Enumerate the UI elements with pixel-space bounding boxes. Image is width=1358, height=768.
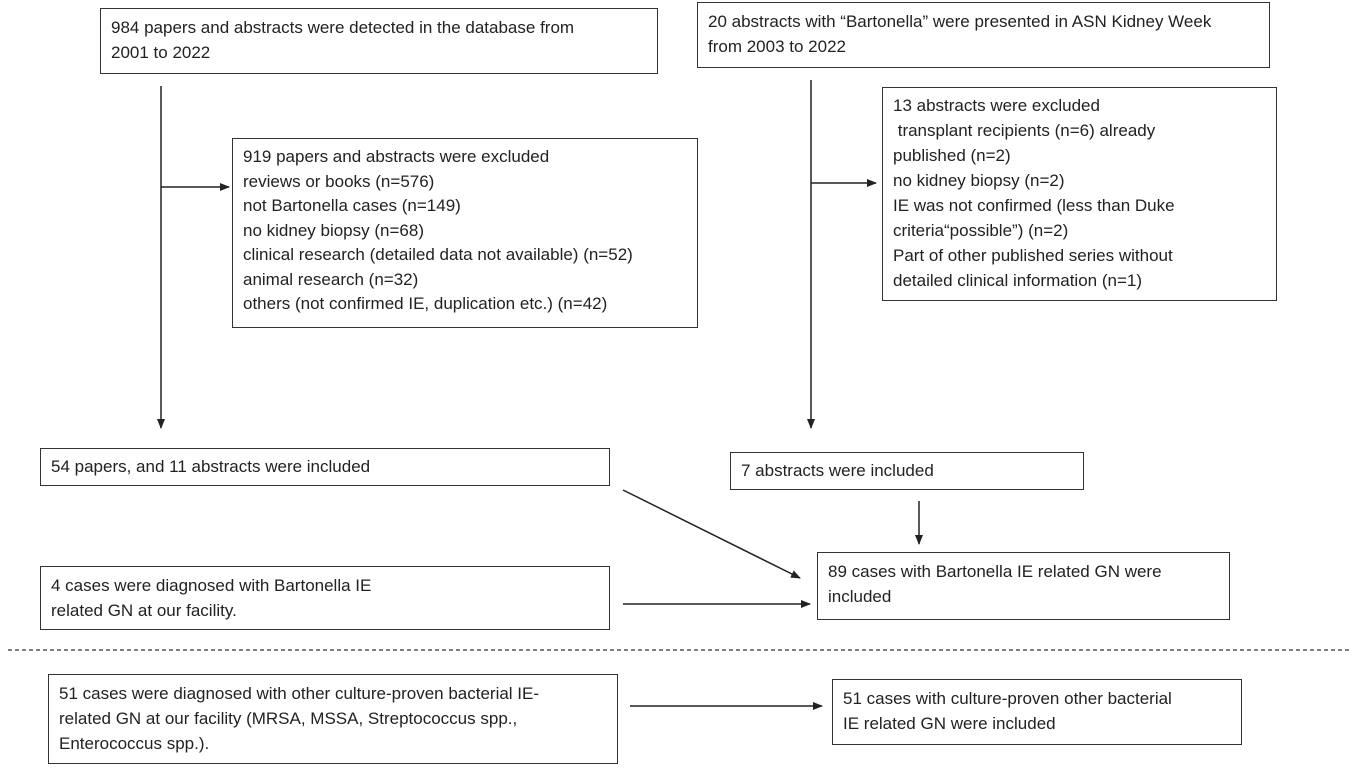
box-text-line: no kidney biopsy (n=2) — [893, 171, 1065, 190]
box-text-line: included — [828, 587, 892, 606]
box-text-line: detailed clinical information (n=1) — [893, 271, 1142, 290]
box-text-line: 919 papers and abstracts were excluded — [243, 147, 550, 166]
box-text-line: published (n=2) — [893, 146, 1011, 165]
box-text-line: 54 papers, and 11 abstracts were include… — [51, 457, 371, 476]
box-text-line: 2001 to 2022 — [111, 43, 211, 62]
asn-search-box: 20 abstracts with “Bartonella” were pres… — [697, 2, 1270, 68]
box-text-line: related GN at our facility. — [51, 601, 237, 620]
asn-excluded-box: 13 abstracts were excluded transplant re… — [882, 87, 1277, 301]
other-bacterial-included-box: 51 cases with culture-proven other bacte… — [832, 679, 1242, 745]
box-text-line: others (not confirmed IE, duplication et… — [243, 294, 608, 313]
db-included-box: 54 papers, and 11 abstracts were include… — [40, 448, 610, 486]
box-text-line: 13 abstracts were excluded — [893, 96, 1100, 115]
box-text-line: IE related GN were included — [843, 714, 1056, 733]
box-text-line: 984 papers and abstracts were detected i… — [111, 18, 575, 37]
box-text-line: 51 cases were diagnosed with other cultu… — [59, 684, 540, 703]
box-text-line: Part of other published series without — [893, 246, 1173, 265]
box-text-line: from 2003 to 2022 — [708, 37, 846, 56]
box-text-line: reviews or books (n=576) — [243, 171, 435, 191]
box-text-line: transplant recipients (n=6) already — [893, 121, 1156, 140]
facility-cases-box: 4 cases were diagnosed with Bartonella I… — [40, 566, 610, 630]
box-text-line: 20 abstracts with “Bartonella” were pres… — [708, 12, 1212, 31]
box-text-line: 89 cases with Bartonella IE related GN w… — [828, 562, 1162, 581]
bartonella-total-box: 89 cases with Bartonella IE related GN w… — [817, 552, 1230, 620]
other-bacterial-cases-box: 51 cases were diagnosed with other cultu… — [48, 674, 618, 764]
box-text-line: related GN at our facility (MRSA, MSSA, … — [59, 709, 518, 728]
box-text-line: clinical research (detailed data not ava… — [243, 245, 633, 264]
box-text-line: Enterococcus spp.). — [59, 734, 210, 753]
db-excluded-box: 919 papers and abstracts were excluded r… — [232, 138, 698, 328]
db-search-box: 984 papers and abstracts were detected i… — [100, 8, 658, 74]
box-text-line: not Bartonella cases (n=149) — [243, 196, 461, 215]
box-text-line: 4 cases were diagnosed with Bartonella I… — [51, 576, 372, 595]
asn-included-box: 7 abstracts were included — [730, 452, 1084, 490]
arrow-db-included-to-total — [622, 489, 801, 579]
box-text-line: IE was not confirmed (less than Duke — [893, 196, 1175, 215]
box-text-line: 51 cases with culture-proven other bacte… — [843, 689, 1172, 708]
box-text-line: criteria“possible”) (n=2) — [893, 221, 1069, 240]
box-text-line: no kidney biopsy (n=68) — [243, 220, 424, 240]
box-text-line: animal research (n=32) — [243, 269, 419, 289]
box-text-line: 7 abstracts were included — [741, 461, 934, 480]
